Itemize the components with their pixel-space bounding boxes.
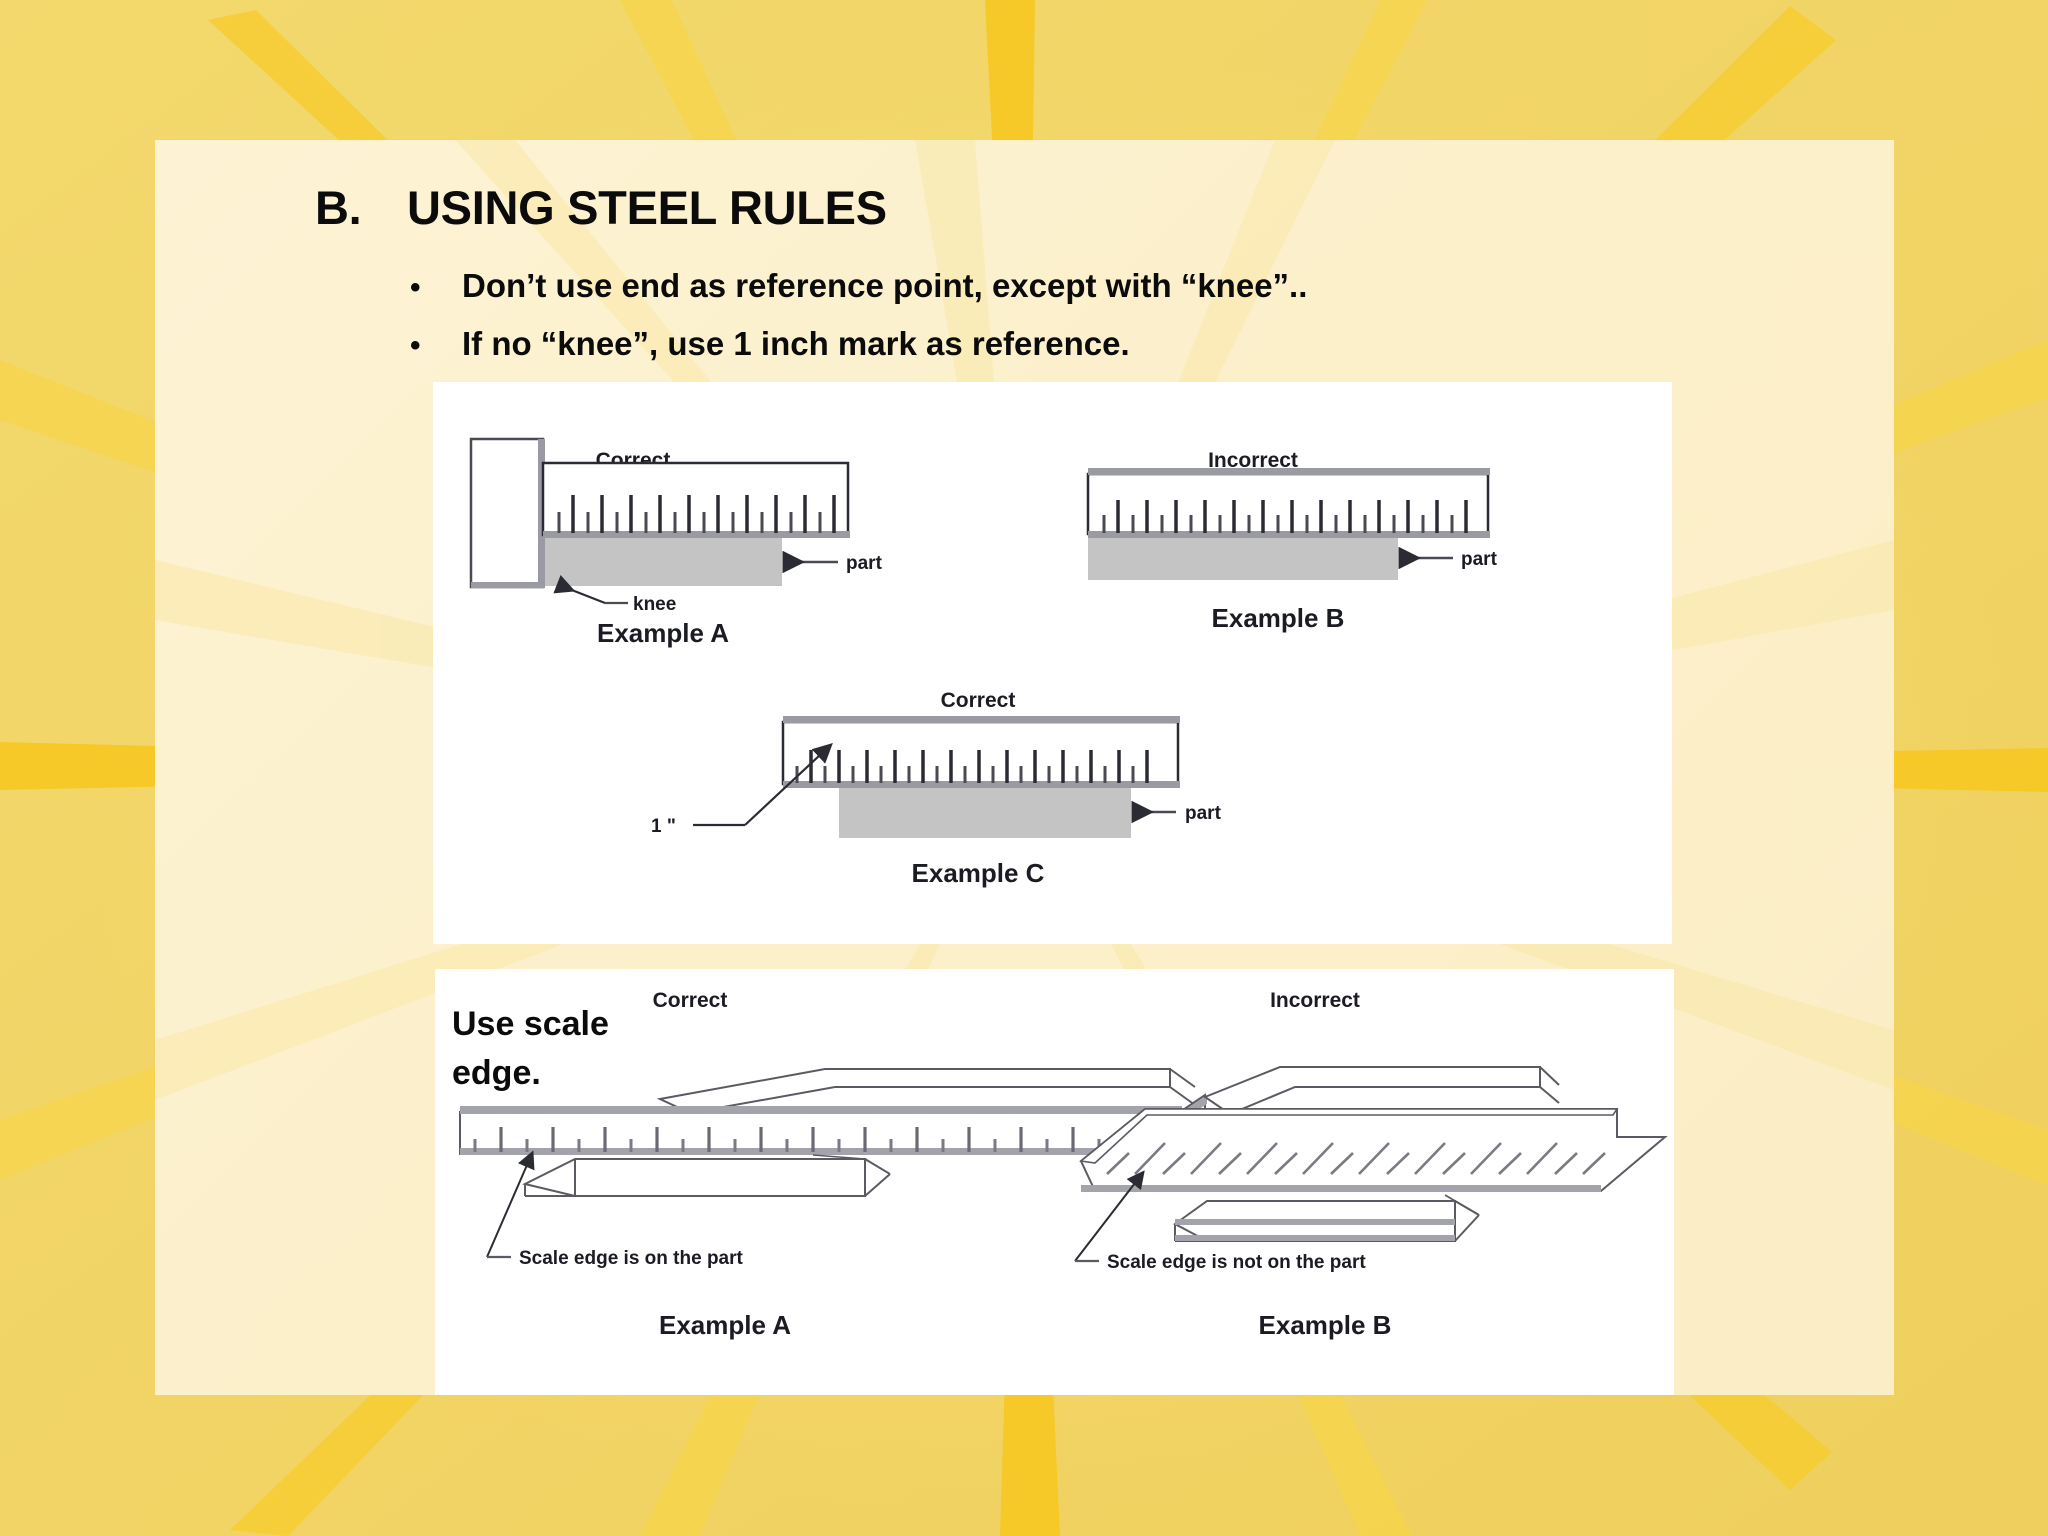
page-title: B. USING STEEL RULES xyxy=(315,180,887,235)
example-b-diagram: Incorrect xyxy=(1086,449,1498,633)
example-b-caption: Example B xyxy=(1212,603,1345,633)
example-b-part-label: part xyxy=(1461,549,1498,570)
bottom-example-b-diagram: Incorrect xyxy=(1074,989,1668,1340)
example-c-status: Correct xyxy=(941,689,1016,712)
bullet-text: Don’t use end as reference point, except… xyxy=(462,267,1308,304)
use-scale-edge-note: Use scale edge. xyxy=(452,1005,609,1092)
list-item: • If no “knee”, use 1 inch mark as refer… xyxy=(410,316,1307,374)
example-c-diagram: Correct xyxy=(651,689,1222,888)
example-a-caption: Example A xyxy=(597,618,729,648)
bottom-example-b-status: Incorrect xyxy=(1270,989,1360,1012)
example-a-diagram: Correct xyxy=(469,437,883,648)
bottom-example-a-status: Correct xyxy=(653,989,728,1012)
list-item: • Don’t use end as reference point, exce… xyxy=(410,258,1307,316)
bottom-example-a-callout: Scale edge is on the part xyxy=(519,1248,744,1269)
bottom-example-b-caption: Example B xyxy=(1259,1310,1392,1340)
bullet-list: • Don’t use end as reference point, exce… xyxy=(410,258,1307,374)
example-c-inch-label: 1 " xyxy=(651,816,676,837)
page-title-letter: B. xyxy=(315,181,362,234)
page-title-text: USING STEEL RULES xyxy=(407,181,887,234)
example-a-part-label: part xyxy=(846,553,883,574)
bullet-text: If no “knee”, use 1 inch mark as referen… xyxy=(462,325,1130,362)
example-c-caption: Example C xyxy=(912,858,1045,888)
bullet-marker-icon: • xyxy=(410,271,421,304)
example-a-knee-label: knee xyxy=(633,594,676,615)
figure-panel-scale-edge: Correct xyxy=(435,969,1674,1395)
bullet-marker-icon: • xyxy=(410,329,421,362)
example-c-part-label: part xyxy=(1185,803,1222,824)
bottom-example-a-caption: Example A xyxy=(659,1310,791,1340)
bottom-example-b-callout: Scale edge is not on the part xyxy=(1107,1252,1366,1273)
figure-panel-reference-point: Correct xyxy=(433,382,1672,944)
